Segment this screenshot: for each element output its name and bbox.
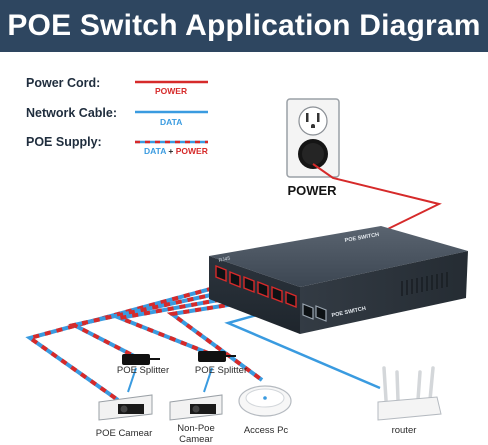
- legend-data-tag: DATA: [160, 117, 183, 127]
- poe-cable-splitter-1: [68, 284, 253, 359]
- legend-network-cable-label: Network Cable:: [26, 106, 117, 120]
- switch-top-label: POE SWITCH: [344, 232, 379, 244]
- non-poe-camera-label-line2: Camear: [179, 434, 213, 445]
- poe-cable-poe-camera: [25, 280, 237, 402]
- power-cord: [312, 163, 442, 246]
- data-cable-splitter-1-camera: [127, 367, 137, 393]
- splitter-2-label: POE Splitter: [194, 365, 248, 376]
- router-label: router: [391, 425, 417, 436]
- outlet-power-label: POWER: [287, 183, 337, 198]
- data-cable-splitter-2-camera: [203, 367, 213, 393]
- poe-splitter-1: [122, 354, 160, 365]
- poe-splitter-2: [198, 351, 236, 362]
- page-title: POE Switch Application Diagram: [7, 9, 481, 42]
- poe-camera-icon: [98, 394, 153, 421]
- switch-ports: [215, 264, 327, 322]
- legend-poe-tag-data: DATA: [144, 146, 167, 156]
- non-poe-camera-label: Non-Poe Camear: [166, 423, 226, 445]
- legend-poe-tag-power: POWER: [175, 146, 208, 156]
- splitter-1-label: POE Splitter: [116, 365, 170, 376]
- non-poe-camera-icon: [169, 394, 223, 421]
- non-poe-camera-label-line1: Non-Poe: [177, 423, 215, 434]
- poe-camera-label: POE Camear: [95, 428, 153, 439]
- vent-grille: [401, 272, 448, 296]
- router-icon: [377, 366, 442, 421]
- access-point-icon: [238, 385, 292, 417]
- poe-switch: RJ45 POE SWITCH POE SWITCH: [209, 226, 468, 334]
- switch-brand-logo: RJ45: [218, 256, 231, 264]
- legend-power-cord-label: Power Cord:: [26, 76, 101, 90]
- legend-power-tag: POWER: [155, 86, 188, 96]
- legend-poe-tag-plus: +: [168, 146, 174, 156]
- legend-poe-tag: DATA + POWER: [144, 146, 208, 156]
- outlet-socket-icon: [298, 106, 328, 136]
- legend-poe-supply-label: POE Supply:: [26, 135, 102, 149]
- wall-outlet: [286, 98, 340, 178]
- access-pc-label: Access Pc: [243, 425, 289, 436]
- title-banner: POE Switch Application Diagram: [0, 0, 488, 52]
- plug-icon: [298, 139, 328, 169]
